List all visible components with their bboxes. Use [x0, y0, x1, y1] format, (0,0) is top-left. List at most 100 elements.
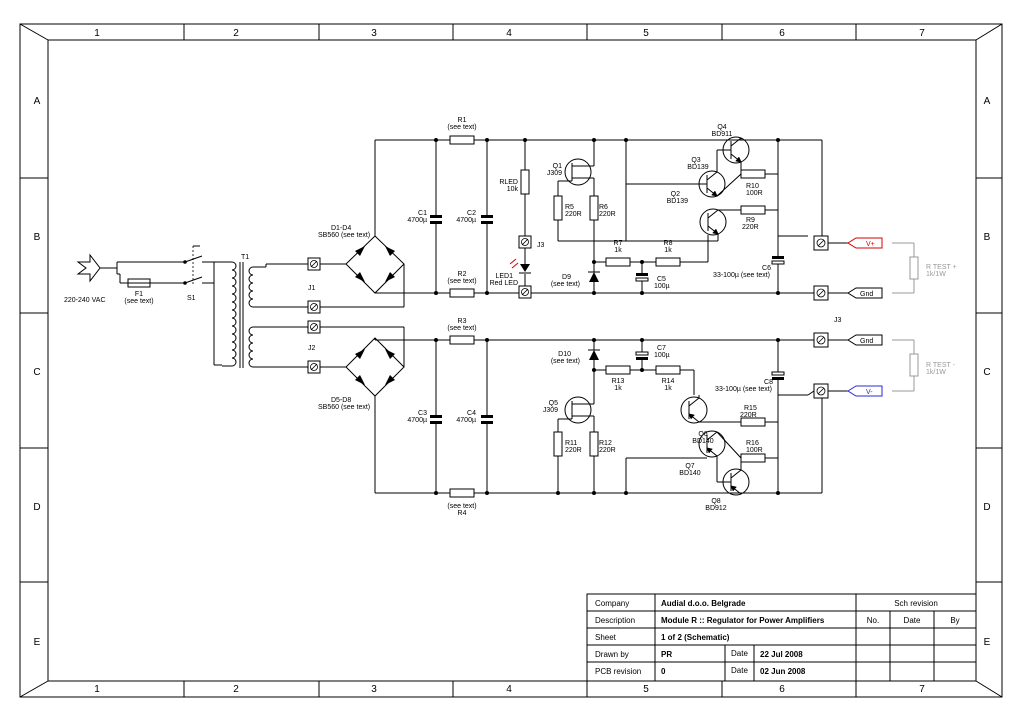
- row-label: C: [33, 367, 40, 378]
- svg-text:D10: D10: [558, 351, 571, 358]
- svg-text:R4: R4: [458, 510, 467, 517]
- svg-text:V+: V+: [866, 241, 875, 248]
- col-label: 5: [643, 28, 649, 39]
- svg-text:Company: Company: [595, 599, 629, 608]
- svg-text:R16: R16: [746, 440, 759, 447]
- transistor-q5: Q5 J309: [543, 370, 595, 424]
- svg-text:33-100µ (see text): 33-100µ (see text): [713, 272, 770, 279]
- capacitor-c8: C8 33-100µ (see text): [715, 340, 808, 493]
- col-label: 7: [919, 28, 925, 39]
- row-label: D: [983, 502, 990, 513]
- svg-text:Description: Description: [595, 616, 635, 625]
- svg-text:D9: D9: [562, 274, 571, 281]
- transistor-q3: Q3 BD139: [626, 157, 726, 198]
- col-label: 3: [371, 28, 377, 39]
- output-gnd-bottom-connector: J3: [808, 317, 848, 348]
- fuse-f1: F1 (see text): [119, 274, 185, 305]
- row-label: E: [34, 637, 41, 648]
- svg-text:Red LED: Red LED: [490, 280, 518, 287]
- svg-text:Date: Date: [731, 649, 748, 658]
- output-vplus-connector: [813, 235, 848, 251]
- svg-text:R TEST +: R TEST +: [926, 264, 957, 271]
- svg-text:R3: R3: [458, 318, 467, 325]
- resistor-rled: RLED 10k: [499, 140, 530, 236]
- svg-text:C3: C3: [418, 410, 427, 417]
- svg-text:(see text): (see text): [551, 281, 580, 288]
- svg-text:10k: 10k: [507, 186, 519, 193]
- svg-text:220R: 220R: [740, 412, 757, 419]
- svg-text:BD911: BD911: [712, 131, 733, 138]
- svg-text:R2: R2: [458, 271, 467, 278]
- svg-text:Gnd: Gnd: [860, 338, 873, 345]
- row-label: B: [34, 232, 41, 243]
- connector-j1: J1: [307, 257, 321, 314]
- svg-text:1k/1W: 1k/1W: [926, 369, 946, 376]
- resistor-r7: R7 1k: [594, 240, 656, 267]
- svg-text:R7: R7: [614, 240, 623, 247]
- transistor-q1: Q1 J309: [547, 140, 595, 186]
- led-led1: LED1 Red LED: [490, 258, 531, 287]
- resistor-r13: R13 1k: [594, 365, 656, 392]
- svg-text:Module R :: Regulator for Powe: Module R :: Regulator for Power Amplifie…: [661, 616, 825, 625]
- test-load-minus: R TEST - 1k/1W: [892, 339, 956, 392]
- tag-vplus: V+: [847, 237, 883, 249]
- svg-text:Q4: Q4: [717, 124, 726, 131]
- row-label: A: [984, 96, 991, 107]
- svg-text:D5-D8: D5-D8: [331, 397, 351, 404]
- svg-text:J309: J309: [547, 170, 562, 177]
- col-label: 2: [233, 684, 239, 695]
- tag-gnd-bottom: Gnd: [847, 334, 883, 346]
- svg-text:BD139: BD139: [667, 198, 689, 205]
- svg-text:R13: R13: [612, 378, 625, 385]
- svg-text:100µ: 100µ: [654, 352, 670, 359]
- capacitor-c1: C1 4700µ: [407, 140, 442, 293]
- transformer-t1: T1: [222, 254, 308, 368]
- svg-text:(see text): (see text): [551, 358, 580, 365]
- svg-text:SB560 (see text): SB560 (see text): [318, 404, 370, 411]
- col-label: 2: [233, 28, 239, 39]
- title-block: Company Audial d.o.o. Belgrade Descripti…: [586, 593, 977, 682]
- svg-text:C7: C7: [657, 345, 666, 352]
- resistor-r14: R14 1k: [655, 365, 695, 395]
- col-label: 4: [506, 684, 512, 695]
- svg-text:1k: 1k: [614, 385, 622, 392]
- bridge-feed-wires: [320, 263, 405, 368]
- svg-text:(see text): (see text): [447, 325, 476, 332]
- svg-text:220R: 220R: [599, 211, 616, 218]
- svg-text:Drawn by: Drawn by: [595, 650, 629, 659]
- svg-text:100R: 100R: [746, 447, 763, 454]
- svg-text:4700µ: 4700µ: [456, 217, 476, 224]
- svg-text:J309: J309: [543, 407, 558, 414]
- capacitor-c2: C2 4700µ: [456, 140, 493, 293]
- capacitor-c7: C7 100µ: [635, 340, 670, 372]
- svg-text:Gnd: Gnd: [860, 291, 873, 298]
- upper-rails: [375, 138, 823, 295]
- resistor-r2: R2 (see text): [447, 271, 477, 298]
- resistor-r12: R12 220R: [589, 416, 616, 493]
- svg-text:220R: 220R: [565, 211, 582, 218]
- col-label: 1: [94, 684, 100, 695]
- resistor-r16: R16 100R: [716, 431, 778, 470]
- tag-vminus: V-: [847, 385, 883, 397]
- svg-text:0: 0: [661, 667, 666, 676]
- svg-text:R5: R5: [565, 204, 574, 211]
- capacitor-c6: C6 33-100µ (see text): [713, 140, 808, 293]
- svg-text:220R: 220R: [742, 224, 759, 231]
- svg-text:LED1: LED1: [495, 273, 513, 280]
- mains-input-label: 220-240 VAC: [64, 297, 106, 304]
- svg-text:Q2: Q2: [671, 191, 680, 198]
- svg-text:R8: R8: [664, 240, 673, 247]
- svg-text:J3: J3: [537, 242, 545, 249]
- transistor-q6: Q6 BD140: [680, 396, 714, 445]
- svg-text:Audial d.o.o. Belgrade: Audial d.o.o. Belgrade: [661, 599, 746, 608]
- svg-text:D1-D4: D1-D4: [331, 225, 351, 232]
- row-label: D: [33, 502, 40, 513]
- drawing-frame: 1 2 3 4 5 6 7 1 2 3 4 5 6 7 A B C D E A …: [19, 23, 1003, 698]
- svg-text:Date: Date: [904, 616, 921, 625]
- resistor-r6: R6 220R: [589, 178, 616, 262]
- resistor-r8: R8 1k: [655, 235, 709, 267]
- svg-text:R1: R1: [458, 117, 467, 124]
- svg-text:R9: R9: [746, 217, 755, 224]
- svg-text:R TEST -: R TEST -: [926, 362, 956, 369]
